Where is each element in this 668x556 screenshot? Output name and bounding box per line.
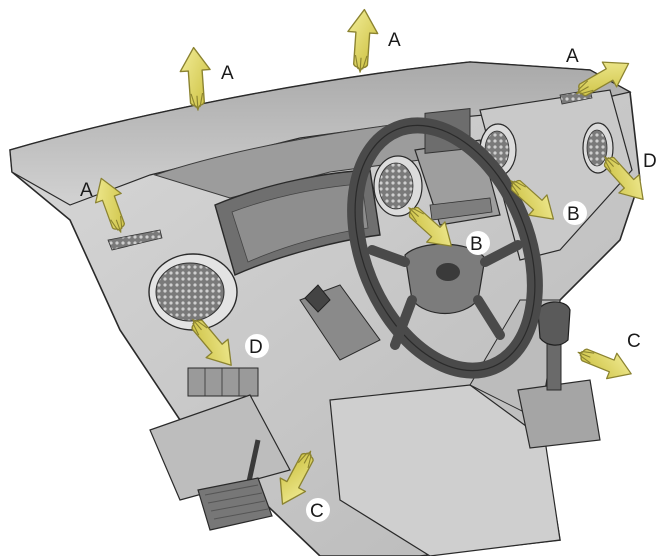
pedal-icon [197,439,273,531]
label-c-right: C [627,331,641,352]
svg-text:B: B [470,234,483,255]
switch-panel [187,367,259,397]
instrument-cluster [214,169,381,276]
air-vent-icon [148,253,238,331]
label-a-center: A [388,30,401,51]
svg-text:D: D [249,337,263,358]
label-a-right: A [566,46,579,67]
air-vent-icon [107,229,163,251]
label-b-center: B [466,231,490,255]
gear-shifter-icon [517,301,601,449]
label-b-right: B [563,201,587,225]
label-c-bottom: C [306,498,330,522]
lower-dash-panel [149,394,291,501]
svg-text:B: B [567,204,580,225]
label-d-left: D [245,334,269,358]
label-d-right: D [643,151,657,172]
airflow-arrow-icon [344,7,381,75]
svg-text:C: C [310,501,324,522]
label-a-left: A [221,63,234,84]
label-a-side: A [80,180,93,201]
wiper-stalk [304,284,331,313]
steering-wheel-icon [299,117,543,379]
air-vent-icon [373,155,423,217]
